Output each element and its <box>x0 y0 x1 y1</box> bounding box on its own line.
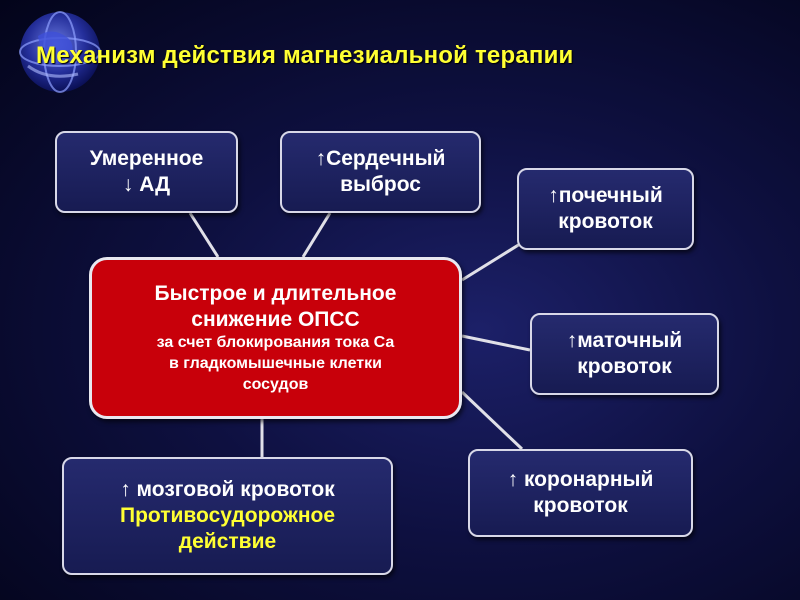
connector-uterine <box>461 334 531 352</box>
coronary-flow-box: ↑ коронарный кровоток <box>468 449 693 537</box>
coronary-line1: ↑ коронарный <box>507 467 654 491</box>
bp-line2: ↓ АД <box>122 173 171 196</box>
cerebral-line1: ↑ мозговой кровоток <box>120 477 335 501</box>
cerebral-flow-box: ↑ мозговой кровоток Противосудорожное де… <box>62 457 393 575</box>
center-line1: Быстрое и длительное <box>154 281 397 305</box>
coronary-line2: кровоток <box>533 494 628 517</box>
cerebral-line2: Противосудорожное <box>119 503 336 527</box>
connector-renal <box>461 242 521 282</box>
connector-coronary <box>460 390 524 451</box>
renal-flow-box: ↑почечный кровоток <box>517 168 694 250</box>
globe-logo-icon <box>19 11 101 93</box>
cardiac-line1: ↑Сердечный <box>315 146 446 170</box>
bp-line1: Умеренное <box>89 146 204 170</box>
moderate-bp-box: Умеренное ↓ АД <box>55 131 238 213</box>
center-line3: за счет блокирования тока Са <box>156 334 395 352</box>
center-line4: в гладкомышечные клетки <box>169 354 382 372</box>
center-line5: сосудов <box>242 375 309 393</box>
uterine-line2: кровоток <box>577 355 672 378</box>
uterine-flow-box: ↑маточный кровоток <box>530 313 719 395</box>
cardiac-line2: выброс <box>340 173 421 196</box>
central-mechanism-box: Быстрое и длительное снижение ОПСС за сч… <box>89 257 462 419</box>
cardiac-output-box: ↑Сердечный выброс <box>280 131 481 213</box>
page-title: Механизм действия магнезиальной терапии <box>36 42 574 69</box>
uterine-line1: ↑маточный <box>566 328 683 352</box>
renal-line2: кровоток <box>558 210 653 233</box>
renal-line1: ↑почечный <box>548 183 663 207</box>
cerebral-line3: действие <box>178 530 277 554</box>
center-line2: снижение ОПСС <box>191 307 360 331</box>
connector-bp <box>188 212 220 258</box>
connector-cardiac <box>301 212 332 258</box>
